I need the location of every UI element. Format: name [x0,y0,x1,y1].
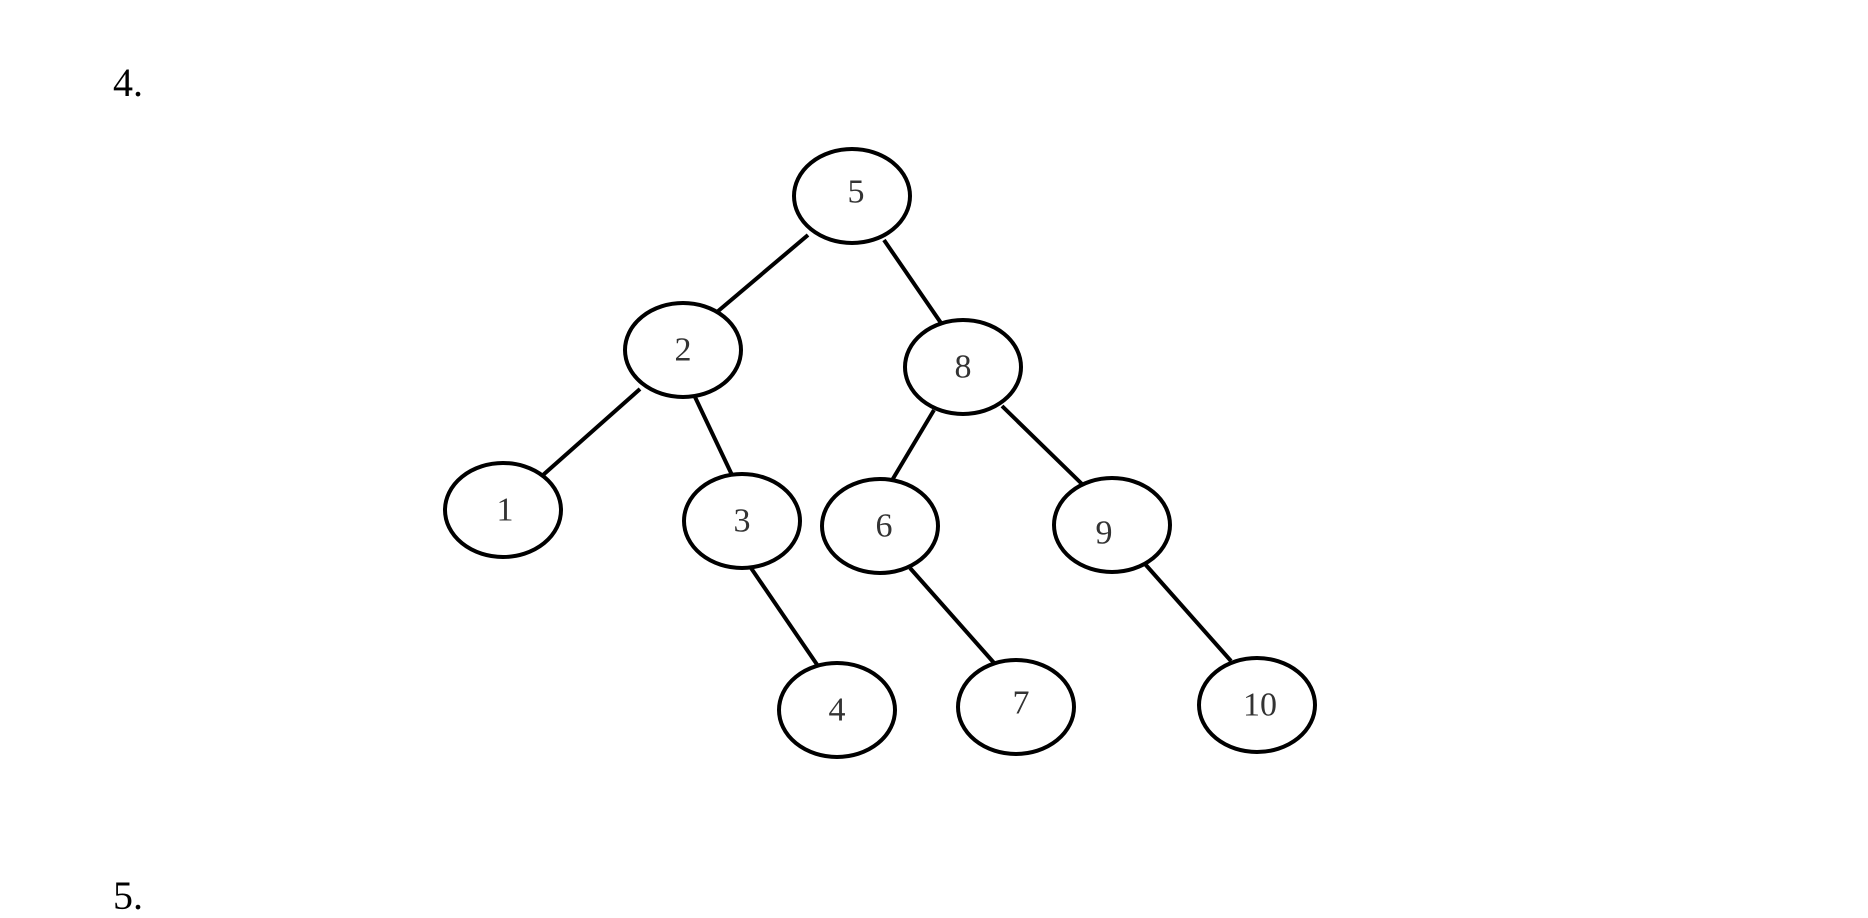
edge-8-6 [889,408,936,484]
edge-9-10 [1143,562,1233,663]
node-7-label: 7 [1013,685,1030,722]
problem-number-5: 5. [113,873,143,918]
edge-5-8 [882,238,943,325]
tree-node-9: 9 [1052,476,1172,574]
node-5-label: 5 [848,174,865,211]
node-10-shape [1197,656,1317,754]
tree-node-10: 10 [1197,656,1317,754]
tree-node-1: 1 [443,461,563,559]
tree-node-3: 3 [682,472,802,570]
tree-node-7: 7 [956,658,1076,756]
node-3-label: 3 [734,503,751,540]
node-10-label: 10 [1243,687,1277,724]
problem-number-4: 4. [113,60,143,105]
node-2-shape [623,301,743,399]
node-9-label: 9 [1096,515,1113,552]
node-9-shape [1052,476,1172,574]
tree-node-8: 8 [903,318,1023,416]
edge-8-9 [1000,404,1085,487]
node-6-shape [820,477,940,575]
edge-5-2 [715,233,810,314]
node-3-shape [682,472,802,570]
node-1-shape [443,461,563,559]
edge-2-3 [693,396,734,476]
tree-node-5: 5 [792,147,912,245]
tree-node-2: 2 [623,301,743,399]
node-8-label: 8 [955,349,972,386]
tree-node-6: 6 [820,477,940,575]
edge-3-4 [749,566,820,668]
node-8-shape [903,318,1023,416]
node-5-shape [792,147,912,245]
node-7-shape [956,658,1076,756]
edge-6-7 [908,566,997,666]
tree-node-4: 4 [777,661,897,759]
node-4-label: 4 [829,692,846,729]
tree-edges [541,233,1233,668]
node-4-shape [777,661,897,759]
edge-2-1 [541,387,642,477]
tree-nodes: 5 2 8 1 3 6 9 4 [443,147,1317,759]
node-1-label: 1 [497,492,514,529]
node-2-label: 2 [675,332,692,369]
node-6-label: 6 [876,508,893,545]
